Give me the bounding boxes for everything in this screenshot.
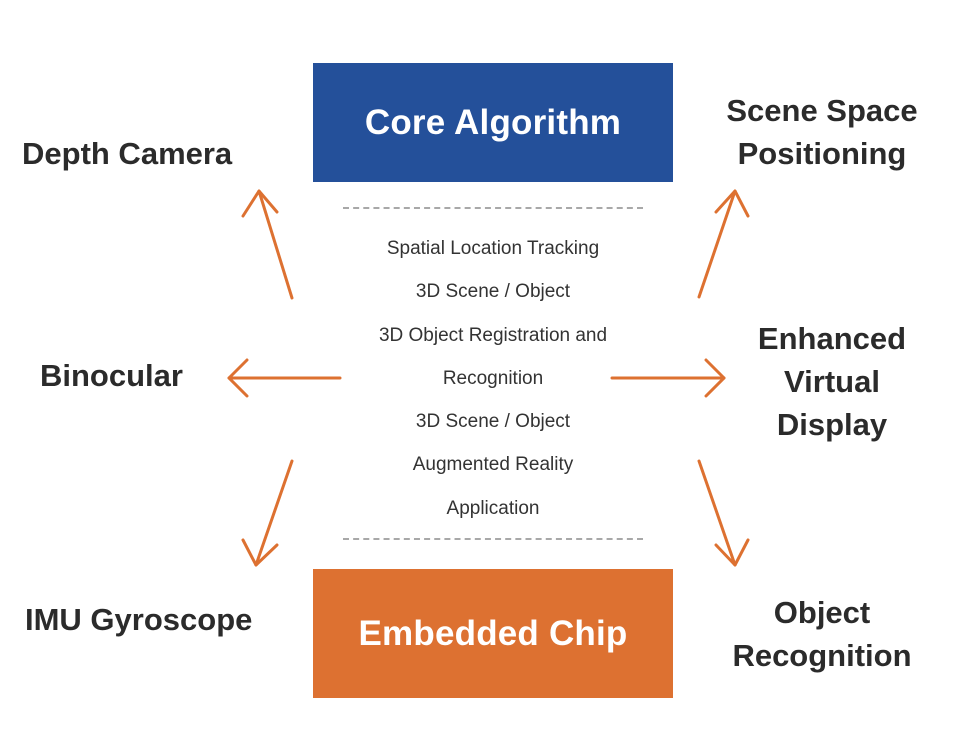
object-recognition-line-1: Object	[773, 595, 871, 630]
core-algorithm-label: Core Algorithm	[364, 102, 622, 142]
feature-item: 3D Scene / Object	[415, 281, 571, 303]
object-recognition-line-2: Recognition	[732, 638, 912, 673]
feature-item: 3D Scene / Object	[415, 411, 571, 433]
feature-item: Application	[446, 497, 540, 519]
bottom-dashed-divider	[343, 538, 643, 540]
scene-space-line-2: Positioning	[737, 136, 907, 171]
feature-item: Recognition	[442, 367, 544, 389]
arrow-to-binocular	[227, 358, 342, 398]
core-algorithm-box: Core Algorithm	[313, 63, 673, 182]
arrow-to-object-recognition	[697, 459, 750, 567]
embedded-chip-label: Embedded Chip	[358, 613, 628, 653]
feature-item: Spatial Location Tracking	[386, 238, 600, 259]
arrow-to-scene-space	[697, 189, 750, 299]
arrow-to-enhanced-virtual-display	[610, 358, 726, 398]
arrow-to-depth-camera	[241, 189, 294, 300]
scene-space-line-1: Scene Space	[726, 93, 918, 128]
enhanced-virtual-line-3: Display	[776, 407, 888, 442]
enhanced-virtual-line-2: Virtual	[784, 364, 880, 399]
scene-space-positioning-label: Scene Space Positioning	[712, 89, 932, 175]
embedded-chip-box: Embedded Chip	[313, 569, 673, 698]
feature-item: 3D Object Registration and	[378, 324, 608, 346]
top-dashed-divider	[343, 207, 643, 209]
imu-gyroscope-label: IMU Gyroscope	[25, 602, 253, 637]
binocular-label: Binocular	[40, 358, 183, 393]
depth-camera-label: Depth Camera	[22, 136, 233, 171]
center-feature-list: Spatial Location Tracking 3D Scene / Obj…	[342, 227, 644, 530]
arrow-to-imu-gyroscope	[241, 459, 294, 567]
enhanced-virtual-display-label: Enhanced Virtual Display	[722, 317, 942, 446]
object-recognition-label: Object Recognition	[712, 591, 932, 677]
enhanced-virtual-line-1: Enhanced	[757, 321, 907, 356]
feature-item: Augmented Reality	[412, 454, 574, 476]
